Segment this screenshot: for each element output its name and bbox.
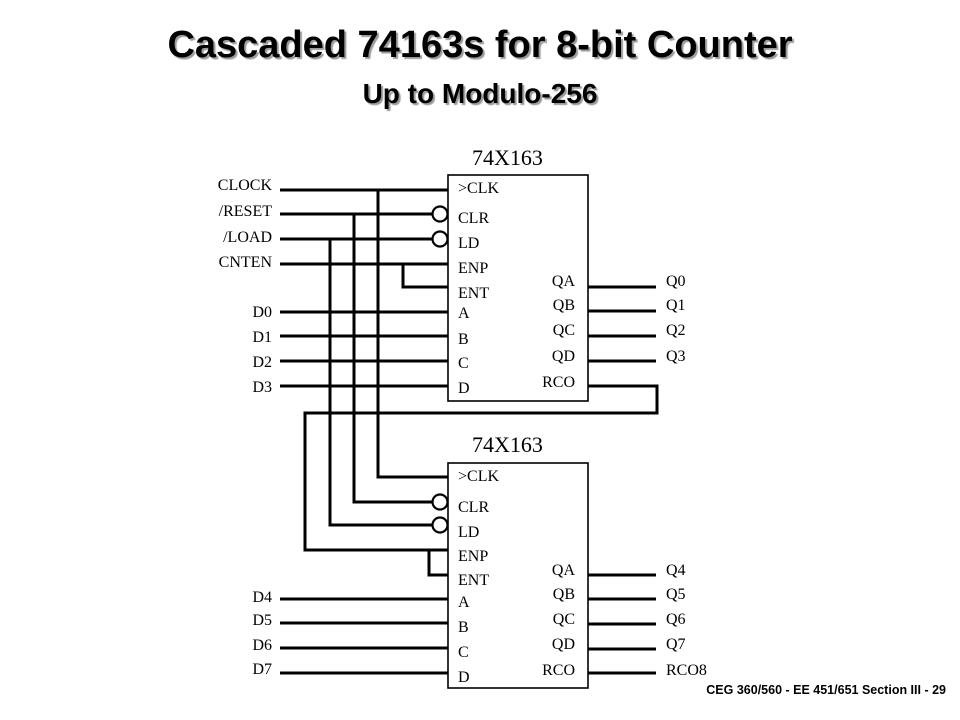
label-reset: /RESET	[219, 203, 273, 220]
chip-bottom-pin-clk: >CLK	[458, 468, 499, 485]
label-q6: Q6	[666, 611, 686, 628]
label-q4: Q4	[666, 562, 686, 579]
label-q5: Q5	[666, 586, 686, 603]
chip-top-pin-rco: RCO	[542, 374, 575, 391]
label-d7: D7	[252, 661, 272, 678]
chip-top: 74X163 >CLK CLR LD ENP ENT A B C D QA QB…	[447, 145, 589, 402]
chip-top-pin-d: D	[458, 380, 470, 397]
label-d0: D0	[252, 304, 272, 321]
chip-top-pin-enp: ENP	[458, 260, 488, 277]
chip-bottom-pin-ld: LD	[458, 524, 479, 541]
label-q3: Q3	[666, 348, 686, 365]
chip-bottom-pin-b: B	[458, 619, 469, 636]
label-q1: Q1	[666, 297, 686, 314]
wire-clock-to-chip2	[376, 190, 448, 479]
chip-bottom-pin-c: C	[458, 644, 469, 661]
chip-bottom-pin-qc: QC	[553, 611, 575, 628]
chip-top-name: 74X163	[472, 145, 543, 170]
bubble-chip2-clr	[431, 493, 449, 511]
chip-bottom-pin-clr: CLR	[458, 499, 489, 516]
label-d6: D6	[252, 637, 272, 654]
bubble-chip2-ld	[431, 516, 449, 534]
wire-cnten-ent	[401, 264, 448, 289]
label-q0: Q0	[666, 273, 686, 290]
label-d1: D1	[252, 329, 272, 346]
chip-bottom-pin-qb: QB	[553, 586, 575, 603]
bubble-chip1-clr	[431, 205, 449, 223]
chip-top-pin-clr: CLR	[458, 210, 489, 227]
label-cnten: CNTEN	[219, 254, 273, 271]
chip-top-pin-qa: QA	[552, 273, 576, 290]
chip-top-pin-b: B	[458, 331, 469, 348]
label-d2: D2	[252, 354, 272, 371]
chip-bottom-name: 74X163	[472, 432, 543, 457]
slide-title: Cascaded 74163s for 8-bit Counter	[167, 24, 793, 66]
chip-bottom-pin-rco: RCO	[542, 662, 575, 679]
label-d3: D3	[252, 379, 272, 396]
wire-rco-ent	[427, 550, 448, 577]
chip-bottom-pin-qa: QA	[552, 562, 576, 579]
chip-bottom-pin-ent: ENT	[458, 572, 489, 589]
chip-top-body	[447, 174, 589, 402]
chip-top-pin-c: C	[458, 355, 469, 372]
slide-footer: CEG 360/560 - EE 451/651 Section III - 2…	[706, 683, 946, 697]
label-load: /LOAD	[223, 229, 272, 246]
wires	[280, 188, 659, 675]
label-rco8: RCO8	[666, 662, 707, 679]
label-clock: CLOCK	[218, 177, 273, 194]
chip-bottom-pin-qd: QD	[552, 636, 575, 653]
chip-top-pin-clk: >CLK	[458, 180, 499, 197]
chip-top-pin-qc: QC	[553, 322, 575, 339]
label-d5: D5	[252, 612, 272, 629]
label-q7: Q7	[666, 636, 686, 653]
chip-bottom-pin-a: A	[458, 594, 470, 611]
chip-top-pin-ent: ENT	[458, 285, 489, 302]
chip-top-pin-ld: LD	[458, 235, 479, 252]
wire-rco-cascade	[303, 384, 659, 552]
label-q2: Q2	[666, 322, 686, 339]
chip-top-pin-qd: QD	[552, 348, 575, 365]
chip-bottom: 74X163 >CLK CLR LD ENP ENT A B C D QA QB…	[447, 432, 589, 689]
bubble-chip1-ld	[431, 230, 449, 248]
chip-top-pin-a: A	[458, 305, 470, 322]
slide-subtitle: Up to Modulo-256	[362, 78, 598, 109]
chip-bottom-pin-d: D	[458, 669, 470, 686]
label-d4: D4	[252, 589, 272, 606]
wire-load-to-chip2	[328, 239, 432, 527]
chip-bottom-pin-enp: ENP	[458, 548, 488, 565]
chip-top-pin-qb: QB	[553, 297, 575, 314]
wire-reset-to-chip2	[352, 214, 432, 504]
